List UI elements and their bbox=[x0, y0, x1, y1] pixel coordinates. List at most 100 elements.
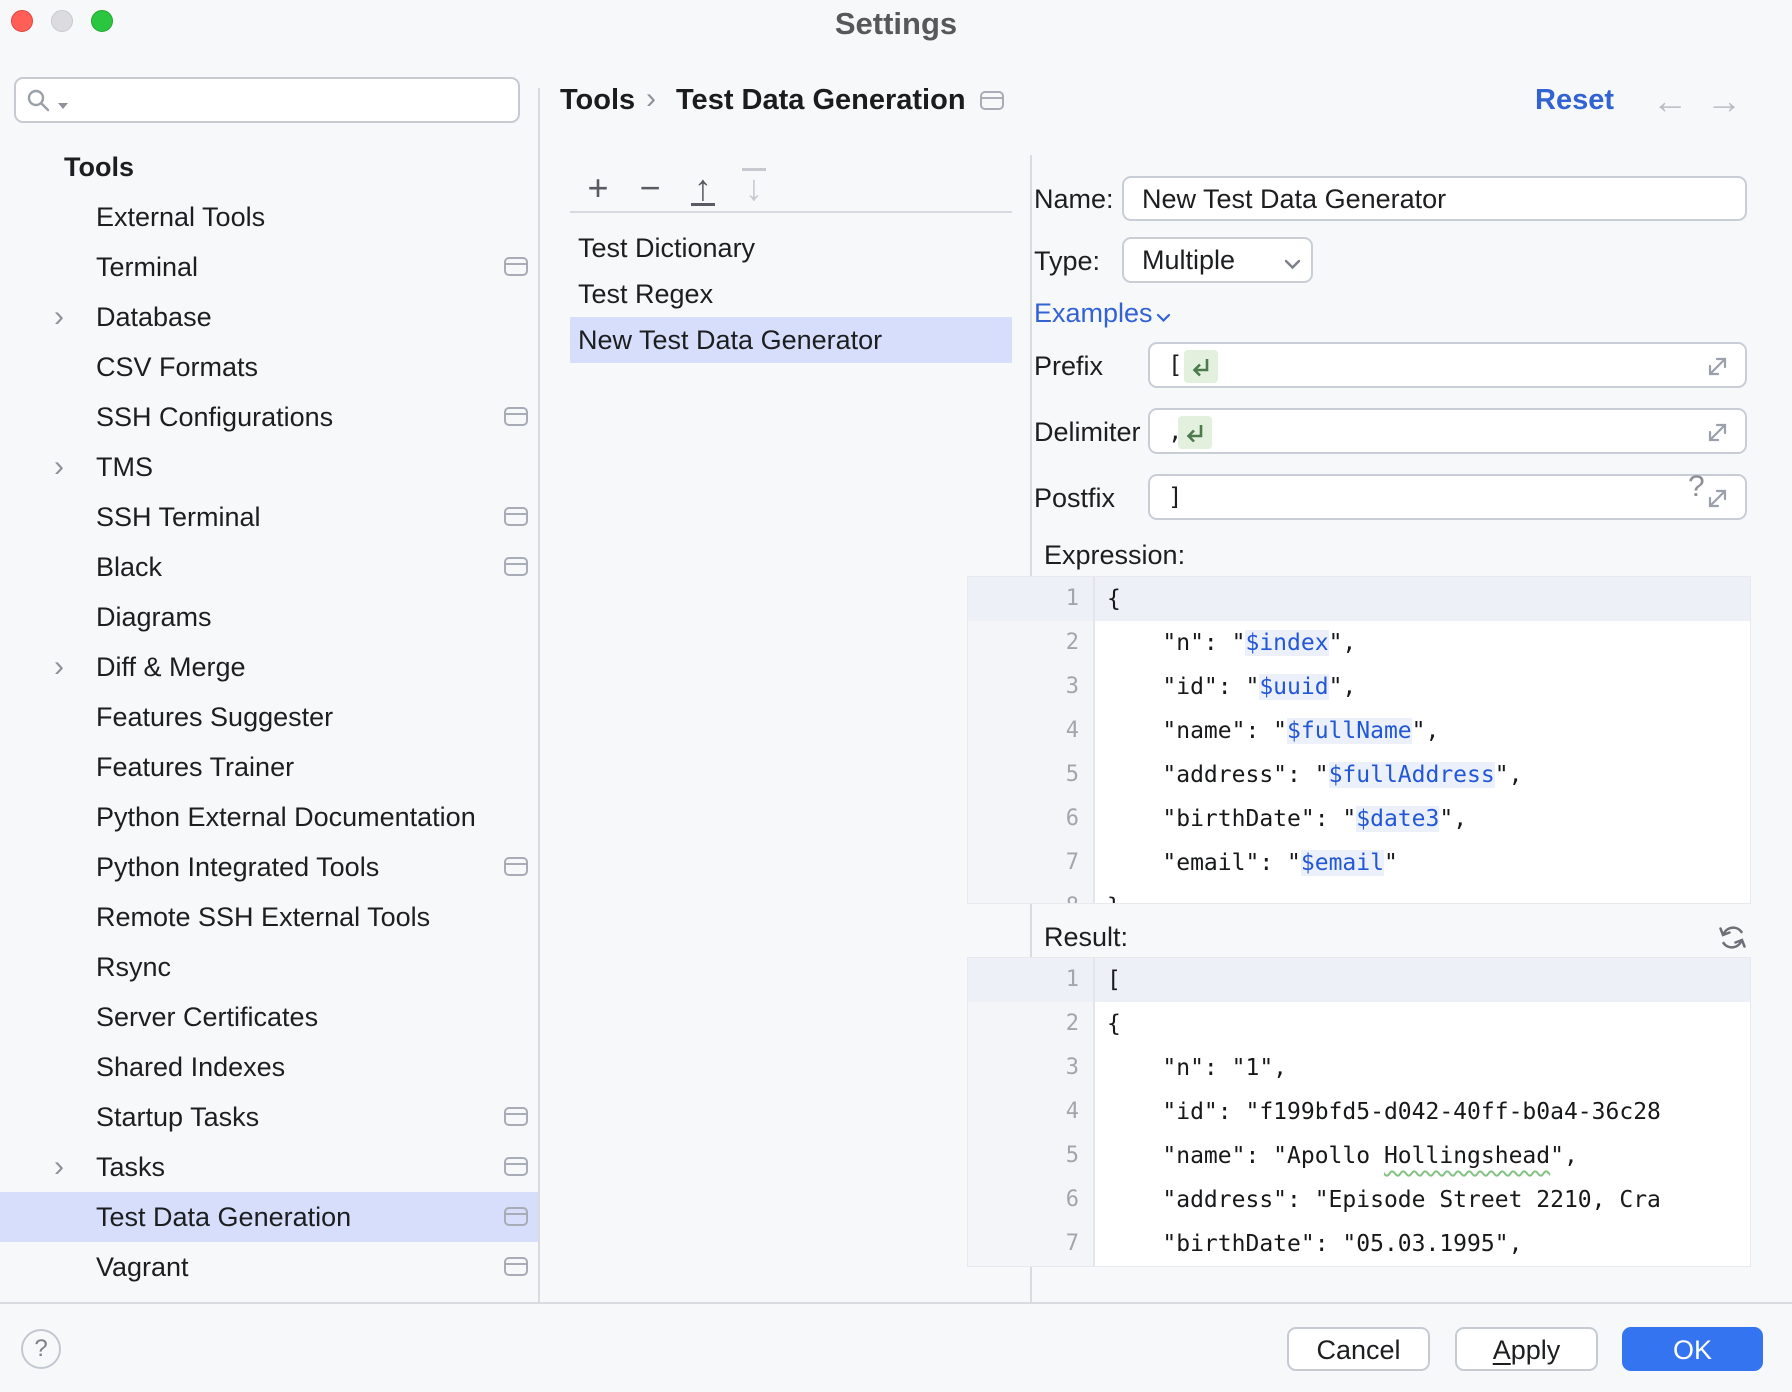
result-editor[interactable]: 1[2{3 "n": "1",4 "id": "f199bfd5-d042-40… bbox=[968, 958, 1750, 1266]
sidebar-item-external-tools[interactable]: External Tools bbox=[0, 192, 538, 242]
list-item-test-regex[interactable]: Test Regex bbox=[570, 271, 1012, 317]
cancel-button[interactable]: Cancel bbox=[1287, 1327, 1430, 1371]
sidebar-item-black[interactable]: Black bbox=[0, 542, 538, 592]
move-down-icon-bar bbox=[742, 168, 766, 171]
line-number: 2 bbox=[968, 1002, 1095, 1046]
refresh-icon[interactable] bbox=[1717, 922, 1748, 958]
code-text: { bbox=[1095, 1002, 1121, 1046]
code-text: [ bbox=[1095, 958, 1121, 1002]
sidebar-item-test-data-generation[interactable]: Test Data Generation bbox=[0, 1192, 538, 1242]
expression-editor[interactable]: 1{2 "n": "$index",3 "id": "$uuid",4 "nam… bbox=[968, 577, 1750, 903]
chevron-right-icon[interactable]: › bbox=[54, 442, 64, 492]
code-line: 1{ bbox=[968, 577, 1750, 621]
sidebar-item-label: Test Data Generation bbox=[96, 1202, 351, 1233]
code-text: "birthDate": "05.03.1995", bbox=[1095, 1222, 1522, 1266]
chevron-right-icon[interactable]: › bbox=[54, 292, 64, 342]
delimiter-input[interactable]: , bbox=[1148, 408, 1747, 454]
expression-label: Expression: bbox=[1044, 540, 1185, 571]
sidebar-item-tasks[interactable]: ›Tasks bbox=[0, 1142, 538, 1192]
back-arrow-icon[interactable]: ← bbox=[1652, 80, 1688, 122]
type-dropdown[interactable]: Multiple bbox=[1122, 237, 1313, 283]
sidebar-item-features-trainer[interactable]: Features Trainer bbox=[0, 742, 538, 792]
sidebar-item-csv-formats[interactable]: CSV Formats bbox=[0, 342, 538, 392]
code-text: "birthDate": "$date3", bbox=[1095, 797, 1467, 841]
help-icon[interactable]: ? bbox=[1688, 470, 1705, 504]
sidebar-item-label: Diff & Merge bbox=[96, 652, 246, 683]
prefix-label: Prefix bbox=[1034, 351, 1103, 382]
sidebar-item-remote-ssh-external-tools[interactable]: Remote SSH External Tools bbox=[0, 892, 538, 942]
chevron-right-icon[interactable]: › bbox=[54, 642, 64, 692]
window-title: Settings bbox=[0, 6, 1792, 42]
sidebar-item-tms[interactable]: ›TMS bbox=[0, 442, 538, 492]
forward-arrow-icon[interactable]: → bbox=[1706, 80, 1742, 122]
line-number: 1 bbox=[968, 577, 1095, 621]
sidebar-item-label: Database bbox=[96, 302, 212, 333]
sidebar-item-tools[interactable]: Tools bbox=[0, 142, 538, 192]
expand-icon[interactable] bbox=[1704, 353, 1731, 385]
sidebar-item-server-certificates[interactable]: Server Certificates bbox=[0, 992, 538, 1042]
sidebar-item-diagrams[interactable]: Diagrams bbox=[0, 592, 538, 642]
add-icon[interactable]: + bbox=[576, 166, 620, 210]
browser-window-icon bbox=[504, 1207, 528, 1226]
sidebar-item-ssh-configurations[interactable]: SSH Configurations bbox=[0, 392, 538, 442]
line-number: 5 bbox=[968, 753, 1095, 797]
code-text: "n": "$index", bbox=[1095, 621, 1356, 665]
help-button[interactable]: ? bbox=[21, 1329, 61, 1369]
code-line: 7 "email": "$email" bbox=[968, 841, 1750, 885]
line-number: 6 bbox=[968, 1178, 1095, 1222]
code-line: 3 "id": "$uuid", bbox=[968, 665, 1750, 709]
code-line: 4 "name": "$fullName", bbox=[968, 709, 1750, 753]
breadcrumb-tools[interactable]: Tools bbox=[560, 84, 635, 117]
sidebar-item-database[interactable]: › Database bbox=[0, 292, 538, 342]
list-item-test-dictionary[interactable]: Test Dictionary bbox=[570, 225, 1012, 271]
settings-search-field[interactable] bbox=[14, 77, 520, 123]
sidebar-item-label: Vagrant bbox=[96, 1252, 189, 1283]
sidebar-item-rsync[interactable]: Rsync bbox=[0, 942, 538, 992]
sidebar-item-label: Startup Tasks bbox=[96, 1102, 259, 1133]
browser-window-icon bbox=[504, 857, 528, 876]
sidebar-item-vagrant[interactable]: Vagrant bbox=[0, 1242, 538, 1292]
line-number: 6 bbox=[968, 797, 1095, 841]
sidebar-item-shared-indexes[interactable]: Shared Indexes bbox=[0, 1042, 538, 1092]
postfix-input-value: ] bbox=[1168, 476, 1182, 518]
name-input[interactable]: New Test Data Generator bbox=[1122, 176, 1747, 221]
search-options-caret-icon bbox=[58, 103, 68, 109]
apply-button[interactable]: Apply bbox=[1455, 1327, 1598, 1371]
sidebar-item-label: External Tools bbox=[96, 202, 265, 233]
code-line: 3 "n": "1", bbox=[968, 1046, 1750, 1090]
line-number: 2 bbox=[968, 621, 1095, 665]
examples-link[interactable]: Examples bbox=[1034, 298, 1153, 329]
chevron-down-icon bbox=[1156, 310, 1171, 328]
ok-button[interactable]: OK bbox=[1622, 1327, 1763, 1371]
sidebar-item-label: SSH Terminal bbox=[96, 502, 261, 533]
browser-window-icon bbox=[980, 91, 1004, 110]
sidebar-item-python-external-documentation[interactable]: Python External Documentation bbox=[0, 792, 538, 842]
browser-window-icon bbox=[504, 257, 528, 276]
sidebar-item-features-suggester[interactable]: Features Suggester bbox=[0, 692, 538, 742]
code-line: 8} bbox=[968, 885, 1750, 903]
postfix-input[interactable]: ] bbox=[1148, 474, 1747, 520]
reset-link[interactable]: Reset bbox=[1535, 84, 1614, 117]
sidebar-item-diff-merge[interactable]: › Diff & Merge bbox=[0, 642, 538, 692]
expand-icon[interactable] bbox=[1704, 485, 1731, 517]
sidebar-item-ssh-terminal[interactable]: SSH Terminal bbox=[0, 492, 538, 542]
browser-window-icon bbox=[504, 507, 528, 526]
breadcrumb-page-title: Test Data Generation bbox=[676, 84, 966, 117]
chevron-right-icon[interactable]: › bbox=[54, 1142, 64, 1192]
sidebar-item-label: Python Integrated Tools bbox=[96, 852, 379, 883]
sidebar-item-label: Remote SSH External Tools bbox=[96, 902, 430, 933]
code-line: 5 "name": "Apollo Hollingshead", bbox=[968, 1134, 1750, 1178]
move-down-icon[interactable]: ↓ bbox=[732, 166, 776, 210]
sidebar-item-startup-tasks[interactable]: Startup Tasks bbox=[0, 1092, 538, 1142]
remove-icon[interactable]: − bbox=[628, 166, 672, 210]
breadcrumb-separator: › bbox=[646, 82, 656, 116]
sidebar-item-label: CSV Formats bbox=[96, 352, 258, 383]
prefix-input[interactable]: [ bbox=[1148, 342, 1747, 388]
line-number: 7 bbox=[968, 1222, 1095, 1266]
expand-icon[interactable] bbox=[1704, 419, 1731, 451]
sidebar-item-python-integrated-tools[interactable]: Python Integrated Tools bbox=[0, 842, 538, 892]
line-number: 4 bbox=[968, 709, 1095, 753]
sidebar-item-terminal[interactable]: Terminal bbox=[0, 242, 538, 292]
search-input[interactable] bbox=[82, 83, 506, 119]
list-item-new-test-data-generator[interactable]: New Test Data Generator bbox=[570, 317, 1012, 363]
